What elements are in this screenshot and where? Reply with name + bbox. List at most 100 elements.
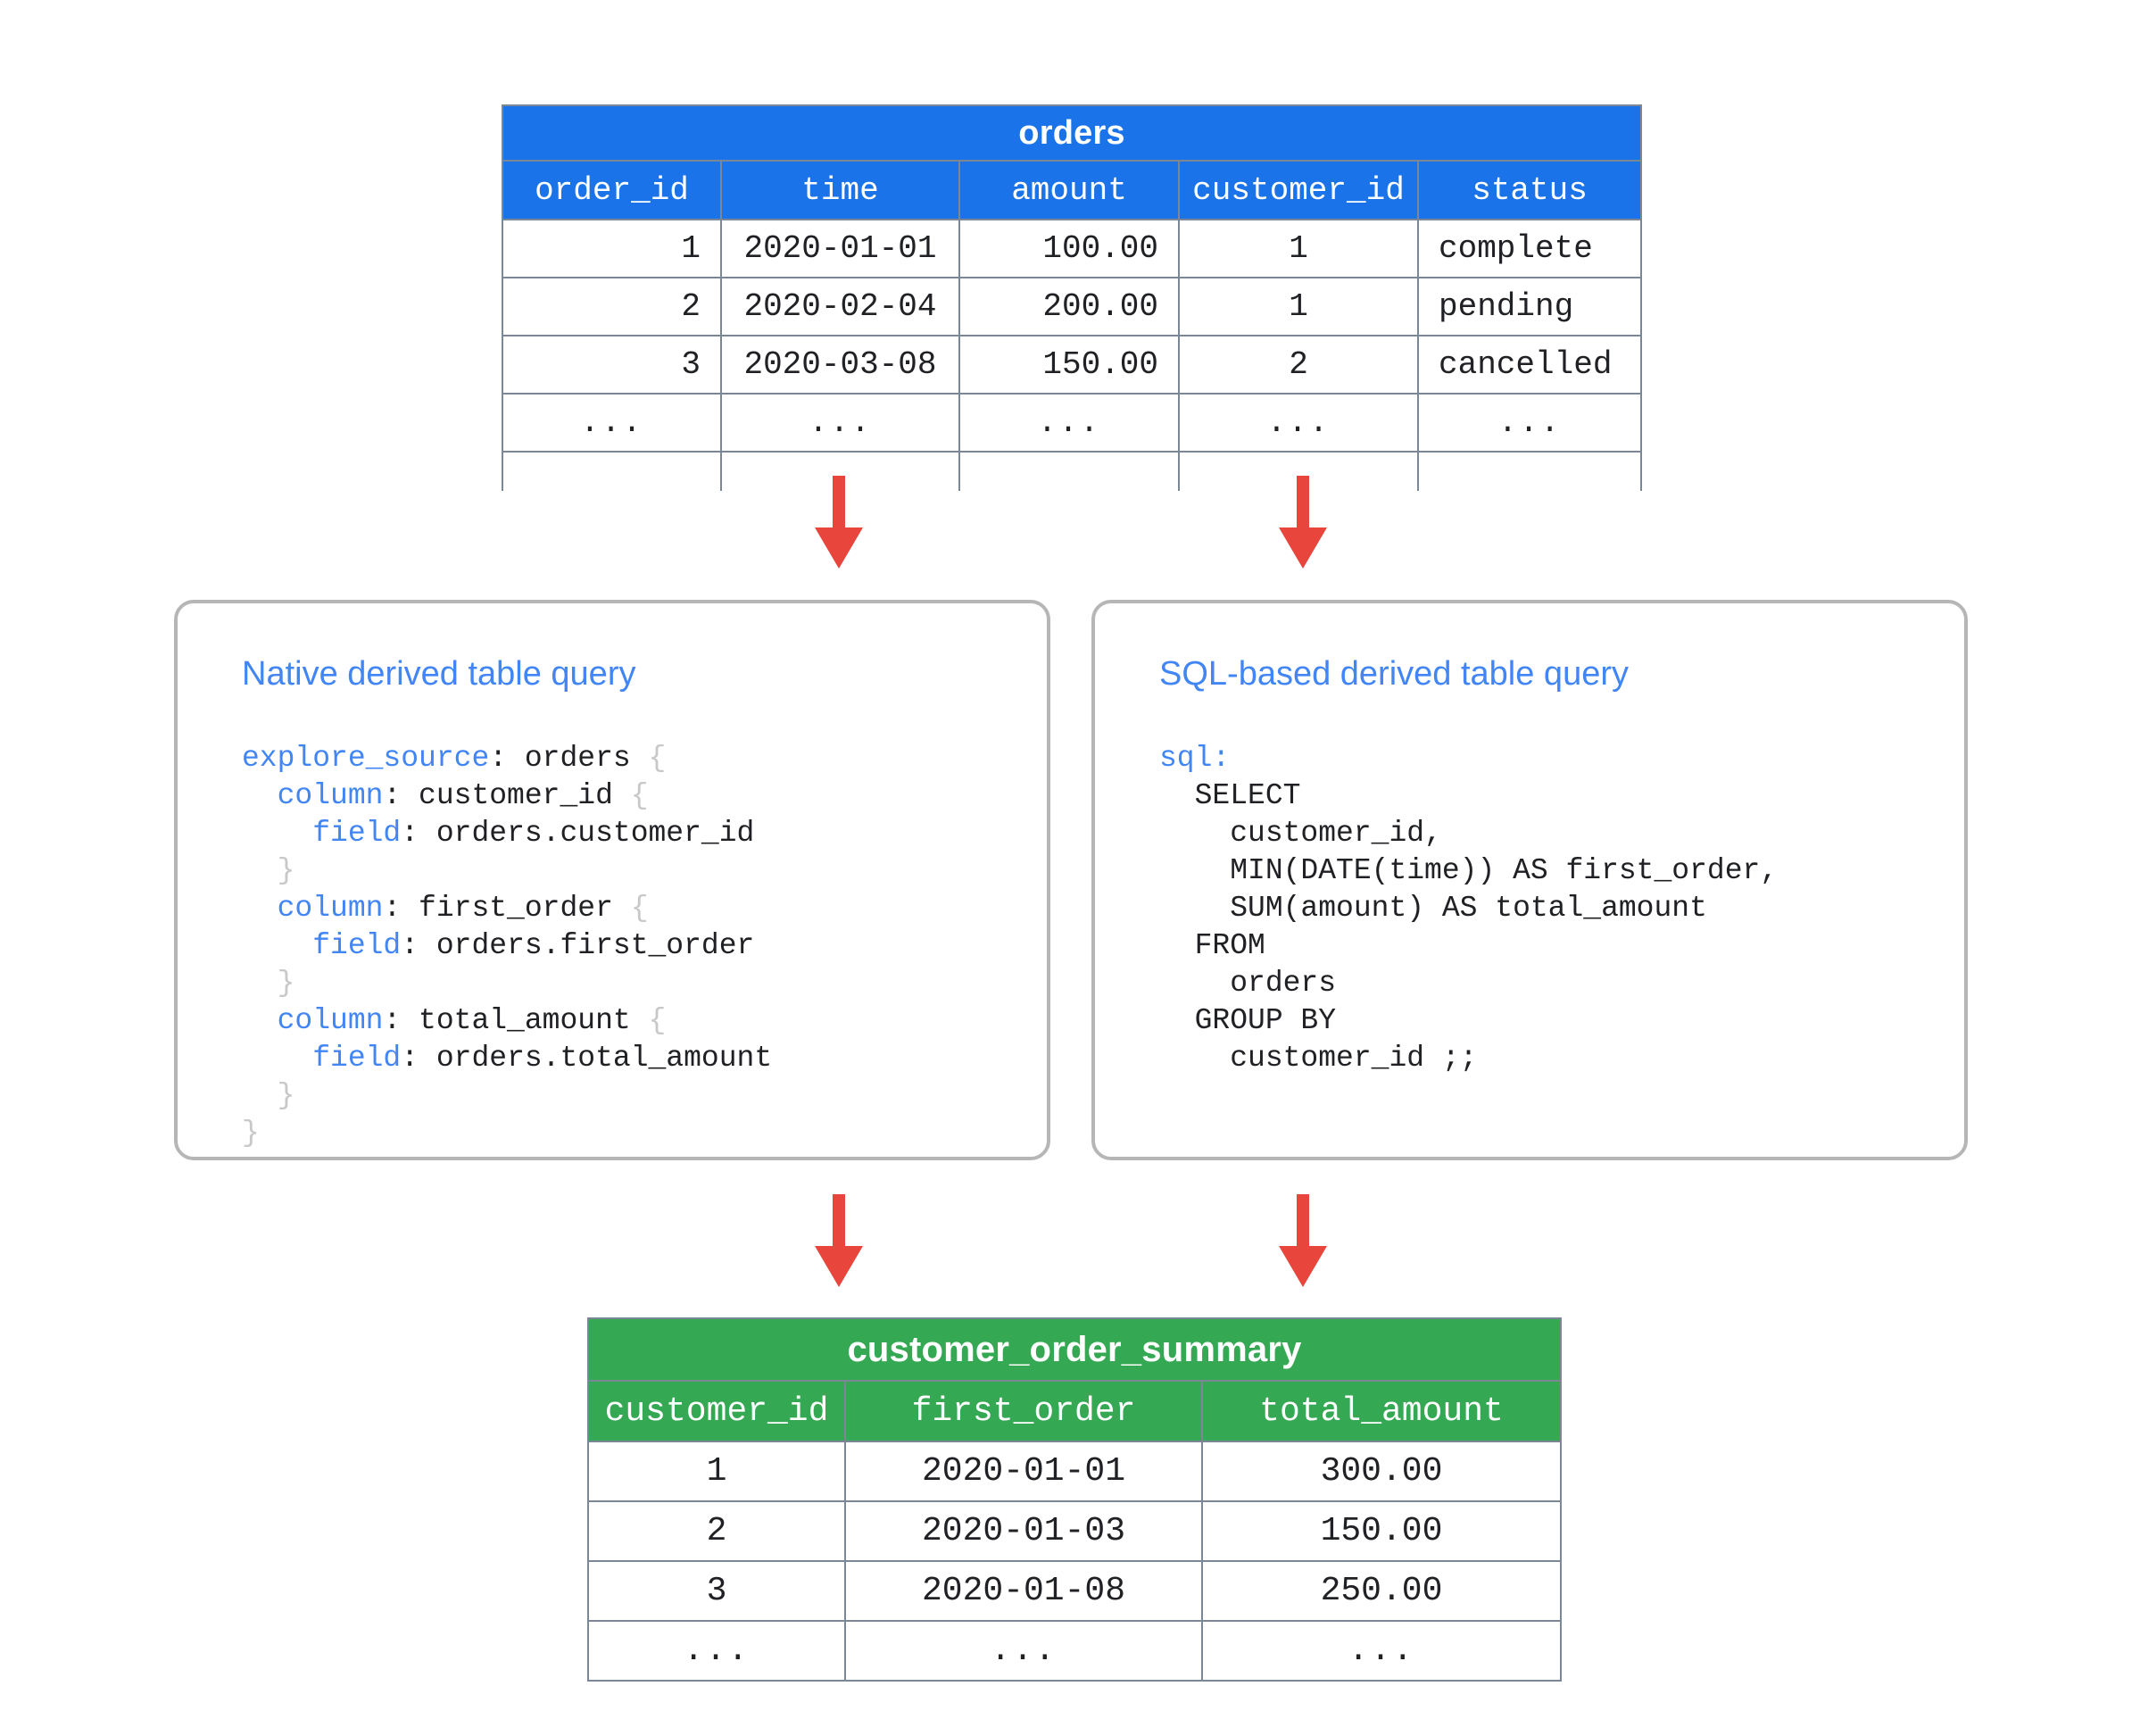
column-header: time [720, 160, 960, 220]
table-cell: 200.00 [958, 277, 1180, 336]
ellipsis-cell: ... [502, 393, 722, 453]
code-text: : orders.customer_id [401, 817, 755, 850]
column-header: customer_id [587, 1380, 846, 1442]
table-cell: 2 [587, 1500, 846, 1562]
code-text: : orders [489, 742, 649, 775]
table-cell-empty [1416, 451, 1643, 491]
table-cell: 150.00 [958, 335, 1180, 395]
code-line: } [242, 852, 1047, 890]
code-keyword: sql: [1159, 742, 1231, 775]
table-cell: 1 [587, 1441, 846, 1502]
code-text [242, 779, 278, 812]
ellipsis-cell: ... [1201, 1620, 1562, 1682]
code-line: SELECT [1159, 777, 1964, 815]
code-text: : orders.first_order [401, 929, 755, 962]
code-text: customer_id, [1159, 817, 1442, 850]
code-text: customer_id ;; [1159, 1042, 1478, 1075]
code-keyword: explore_source [242, 742, 490, 775]
code-text: GROUP BY [1159, 1004, 1337, 1037]
table-row-truncated [502, 451, 1643, 491]
code-line: } [242, 965, 1047, 1002]
sql-query-code: sql: SELECT customer_id, MIN(DATE(time))… [1159, 740, 1964, 1077]
table-cell: 3 [587, 1560, 846, 1622]
code-line: customer_id ;; [1159, 1040, 1964, 1077]
code-line: SUM(amount) AS total_amount [1159, 890, 1964, 927]
code-line: MIN(DATE(time)) AS first_order, [1159, 852, 1964, 890]
sql-panel-title: SQL-based derived table query [1159, 655, 1629, 693]
table-name: customer_order_summary [587, 1317, 1562, 1382]
column-header: order_id [502, 160, 722, 220]
code-line: explore_source: orders { [242, 740, 1047, 777]
table-cell: 2 [502, 277, 722, 336]
ellipsis-cell: ... [720, 393, 960, 453]
table-cell-empty [720, 451, 960, 491]
code-line: } [242, 1115, 1047, 1152]
code-line: orders [1159, 965, 1964, 1002]
ellipsis-cell: ... [844, 1620, 1203, 1682]
code-keyword: column [277, 892, 384, 925]
table-cell: 2020-01-08 [844, 1560, 1203, 1622]
code-text: : first_order [383, 892, 631, 925]
code-line: column: first_order { [242, 890, 1047, 927]
code-keyword: field [312, 929, 402, 962]
code-line: column: total_amount { [242, 1002, 1047, 1040]
code-text [242, 892, 278, 925]
column-header: amount [958, 160, 1180, 220]
arrow-native-to-summary [815, 1194, 863, 1287]
code-text: : customer_id [383, 779, 631, 812]
table-cell: 300.00 [1201, 1441, 1562, 1502]
table-cell: 2020-01-01 [844, 1441, 1203, 1502]
code-line: field: orders.customer_id [242, 815, 1047, 852]
table-cell: 2020-01-03 [844, 1500, 1203, 1562]
table-title-row: orders [501, 104, 1643, 162]
arrow-sql-to-summary [1279, 1194, 1327, 1287]
ellipsis-cell: ... [1178, 393, 1419, 453]
code-brace: { [630, 892, 649, 925]
code-line: column: customer_id { [242, 777, 1047, 815]
code-text [242, 967, 278, 1000]
code-line: field: orders.total_amount [242, 1040, 1047, 1077]
table-cell: cancelled [1416, 335, 1643, 395]
table-cell: 250.00 [1201, 1560, 1562, 1622]
column-header: customer_id [1178, 160, 1419, 220]
column-header: status [1416, 160, 1643, 220]
code-brace: } [277, 1079, 295, 1112]
code-line: } [242, 1077, 1047, 1115]
column-header: total_amount [1201, 1380, 1562, 1442]
code-line: FROM [1159, 927, 1964, 965]
code-text [242, 929, 312, 962]
ellipsis-cell: ... [587, 1620, 846, 1682]
table-cell: 1 [1178, 219, 1419, 278]
table-cell-empty [502, 451, 722, 491]
table-row: ............... [502, 393, 1643, 453]
table-cell: complete [1416, 219, 1643, 278]
code-brace: { [648, 742, 667, 775]
code-brace: } [242, 1117, 260, 1150]
code-keyword: column [277, 1004, 384, 1037]
table-cell: 3 [502, 335, 722, 395]
code-text: orders [1159, 967, 1337, 1000]
code-text [242, 1079, 278, 1112]
code-text: SELECT [1159, 779, 1301, 812]
table-cell: 2020-01-01 [720, 219, 960, 278]
code-brace: { [648, 1004, 667, 1037]
native-derived-table-panel: Native derived table query explore_sourc… [174, 600, 1050, 1160]
ellipsis-cell: ... [958, 393, 1180, 453]
code-text [242, 1004, 278, 1037]
code-text [242, 854, 278, 887]
code-text [242, 1042, 312, 1075]
arrow-orders-to-sql [1279, 476, 1327, 569]
code-keyword: field [312, 817, 402, 850]
table-title-row: customer_order_summary [587, 1317, 1562, 1382]
native-panel-title: Native derived table query [242, 655, 636, 693]
code-line: field: orders.first_order [242, 927, 1047, 965]
native-query-code: explore_source: orders { column: custome… [242, 740, 1047, 1152]
